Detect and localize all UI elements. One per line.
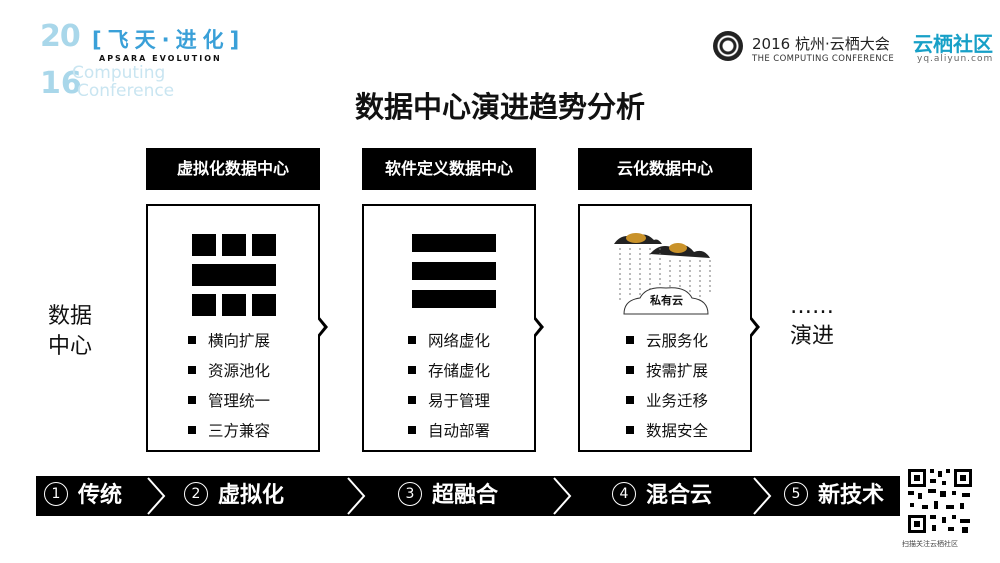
list-item: 横向扩展 (188, 326, 270, 356)
feature-list-sddc: 网络虚化 存储虚化 易于管理 自动部署 (408, 326, 490, 446)
logo-conference-line2: Conference (77, 81, 175, 101)
list-item: 网络虚化 (408, 326, 490, 356)
arrow-notch-inner (316, 317, 324, 337)
arrow-notch-inner (532, 317, 540, 337)
right-label-text: 演进 (790, 324, 835, 349)
column-box-sddc: 网络虚化 存储虚化 易于管理 自动部署 (362, 204, 536, 452)
logo-conference-line1: Computing (72, 63, 166, 83)
logo-brand: [飞天·进化] (92, 28, 246, 52)
community-url: yq.aliyun.com (917, 54, 994, 64)
grid-icon (192, 234, 276, 316)
feature-list-virtualized: 横向扩展 资源池化 管理统一 三方兼容 (188, 326, 270, 446)
chevron-right-icon (147, 477, 166, 515)
right-label-dots: …… (790, 294, 834, 319)
feature-list-cloud: 云服务化 按需扩展 业务迁移 数据安全 (626, 326, 708, 446)
column-header-cloud: 云化数据中心 (578, 148, 752, 190)
column-box-cloud: 私有云 云服务化 按需扩展 业务迁移 数据安全 (578, 204, 752, 452)
column-header-virtualized: 虚拟化数据中心 (146, 148, 320, 190)
private-cloud-icon (614, 233, 711, 315)
list-item: 存储虚化 (408, 356, 490, 386)
left-label: 数据 中心 (48, 302, 92, 362)
layers-icon (412, 234, 496, 308)
list-item: 自动部署 (408, 416, 490, 446)
column-header-sddc: 软件定义数据中心 (362, 148, 536, 190)
list-item: 按需扩展 (626, 356, 708, 386)
community-title: 云栖社区 (913, 32, 993, 56)
conference-subtitle: THE COMPUTING CONFERENCE (752, 54, 895, 64)
qr-caption: 扫描关注云栖社区 (902, 540, 958, 548)
arrow-notch-inner (748, 317, 756, 337)
list-item: 管理统一 (188, 386, 270, 416)
logo-conference: Computing Conference (72, 64, 174, 100)
list-item: 数据安全 (626, 416, 708, 446)
right-label: …… 演进 (790, 292, 834, 352)
logo-brand-en: APSARA EVOLUTION (99, 54, 222, 63)
list-item: 业务迁移 (626, 386, 708, 416)
left-label-line2: 中心 (48, 334, 93, 359)
conference-title: 2016 杭州·云栖大会 (752, 35, 890, 53)
list-item: 三方兼容 (188, 416, 270, 446)
column-box-virtualized: 横向扩展 资源池化 管理统一 三方兼容 (146, 204, 320, 452)
conference-logo-icon (713, 31, 743, 61)
logo-year-top: 20 (40, 19, 81, 54)
chevron-right-icon (553, 477, 572, 515)
chevron-right-icon (753, 477, 772, 515)
list-item: 资源池化 (188, 356, 270, 386)
private-cloud-label: 私有云 (650, 294, 683, 307)
page-title: 数据中心演进趋势分析 (354, 90, 645, 124)
logo-year-bottom: 16 (40, 66, 82, 101)
left-label-line1: 数据 (48, 304, 93, 329)
qr-code-icon (906, 467, 974, 535)
list-item: 云服务化 (626, 326, 708, 356)
timeline-bar (36, 476, 900, 516)
list-item: 易于管理 (408, 386, 490, 416)
chevron-right-icon (347, 477, 366, 515)
